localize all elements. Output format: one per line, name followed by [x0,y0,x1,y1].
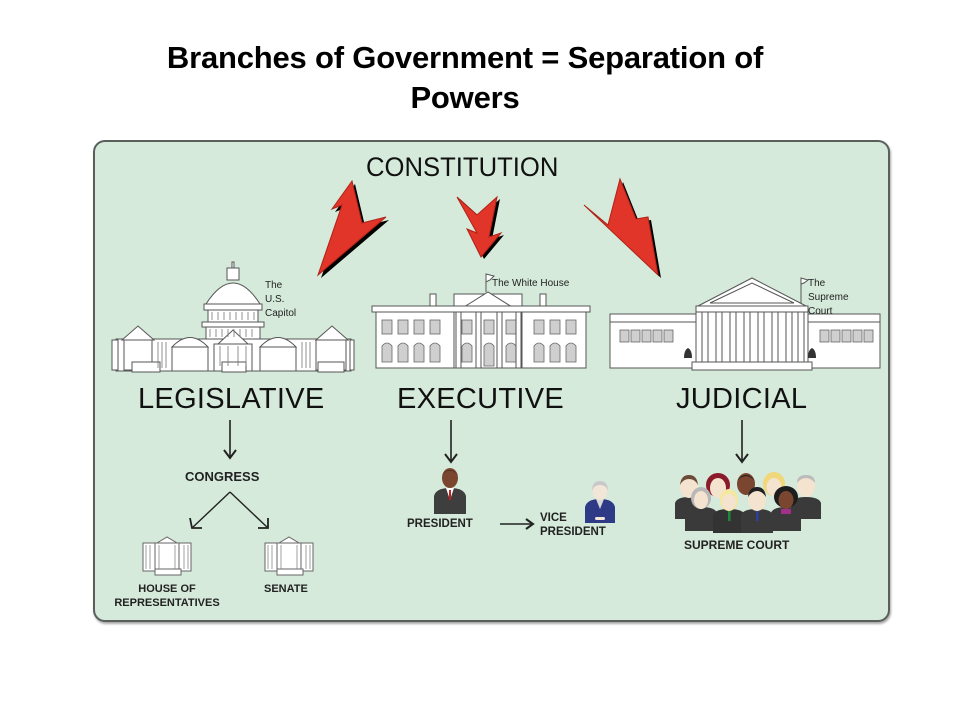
branch-judicial-label: JUDICIAL [676,383,808,415]
president-figure-icon [434,468,466,514]
senate-label: SENATE [264,583,308,595]
legislative-down-arrow-icon [223,420,237,460]
executive-down-arrow-icon [444,420,458,464]
vice-president-figure-icon [585,481,615,523]
supreme-court-justices-icon [675,472,821,533]
judicial-down-arrow-icon [735,420,749,464]
congress-split-arrows-icon [189,491,269,529]
vice-president-label: VICE PRESIDENT [540,512,606,538]
branch-executive-label: EXECUTIVE [397,383,565,415]
president-label: PRESIDENT [407,518,473,530]
constitution-label: CONSTITUTION [366,152,559,182]
congress-label: CONGRESS [185,469,260,484]
supreme-court-caption: The Supreme Court [808,278,849,317]
senate-building-icon [264,536,314,576]
house-building-icon [142,536,192,576]
arrow-to-executive-icon [456,195,504,259]
white-house-caption: The White House [492,278,570,289]
arrow-to-legislative-icon [316,179,389,278]
slide-title: Branches of Government = Separation of P… [0,38,930,118]
president-to-vp-arrow-icon [500,518,535,530]
white-house-building-icon [371,273,591,369]
supreme-court-building-icon [609,277,881,371]
house-of-representatives-label: HOUSE OF REPRESENTATIVES [114,583,220,609]
branch-legislative-label: LEGISLATIVE [138,383,325,415]
capitol-caption: The U.S. Capitol [265,280,297,319]
title-line-1: Branches of Government = Separation of [166,40,764,75]
arrow-to-judicial-icon [583,177,661,278]
title-line-2: Powers [410,80,520,115]
supreme-court-label: SUPREME COURT [684,538,790,552]
capitol-building-icon [111,261,355,373]
